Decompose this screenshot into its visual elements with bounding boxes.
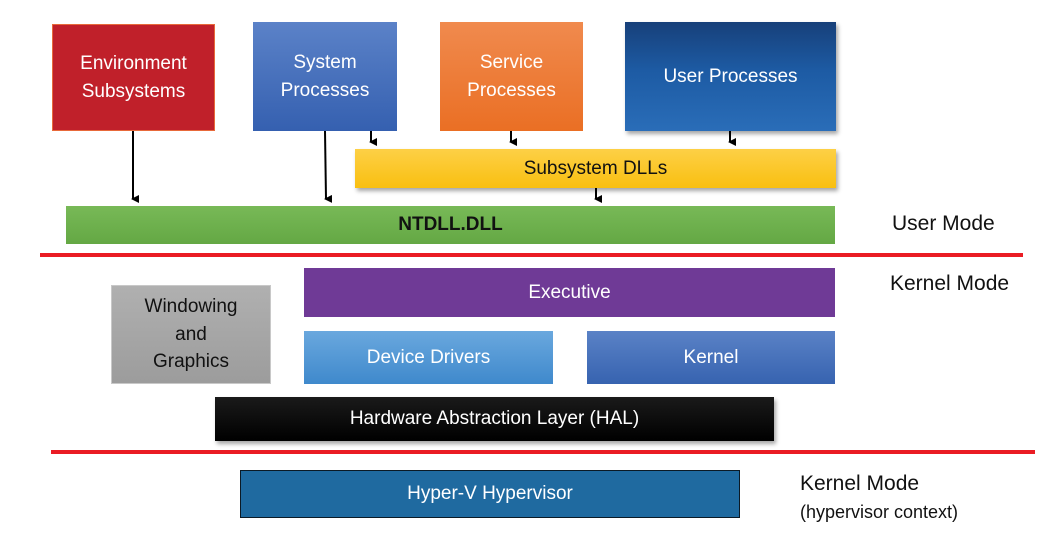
arrow-system-to-ntdll (324, 130, 333, 203)
ntdll-label: NTDLL.DLL (398, 214, 503, 236)
executive-label: Executive (528, 281, 611, 303)
kernel-mode-hv-label: Kernel Mode (800, 472, 920, 495)
kernel-box: Kernel (587, 331, 835, 384)
executive-bar: Executive (304, 268, 835, 317)
hal-bar: Hardware Abstraction Layer (HAL) (215, 397, 774, 441)
user-processes-label: User Processes (663, 65, 798, 87)
environment-subsystems-box: Environment Subsystems (52, 24, 215, 131)
kernel-hypervisor-divider (51, 450, 1035, 454)
ntdll-bar: NTDLL.DLL (66, 206, 835, 244)
service-processes-box: Service Processes (440, 22, 583, 131)
windowing-graphics-box: Windowing and Graphics (111, 285, 271, 384)
windowing-graphics-label: Windowing and Graphics (144, 296, 238, 373)
environment-subsystems-label: Environment Subsystems (80, 52, 187, 102)
hypervisor-context-label: (hypervisor context) (800, 502, 959, 522)
hal-label: Hardware Abstraction Layer (HAL) (349, 408, 640, 430)
device-drivers-label: Device Drivers (366, 346, 491, 368)
hyperv-label: Hyper-V Hypervisor (407, 483, 573, 505)
subsystem-dlls-bar: Subsystem DLLs (355, 149, 836, 188)
kernel-mode-label: Kernel Mode (890, 272, 1010, 295)
kernel-label: Kernel (683, 346, 739, 368)
user-kernel-divider (40, 253, 1023, 257)
system-processes-label: System Processes (280, 51, 370, 101)
system-processes-box: System Processes (253, 22, 397, 131)
service-processes-label: Service Processes (467, 51, 556, 101)
user-mode-label: User Mode (892, 212, 995, 235)
subsystem-dlls-label: Subsystem DLLs (523, 157, 668, 179)
user-processes-box: User Processes (625, 22, 836, 131)
hyperv-box: Hyper-V Hypervisor (240, 470, 740, 518)
device-drivers-box: Device Drivers (304, 331, 553, 384)
